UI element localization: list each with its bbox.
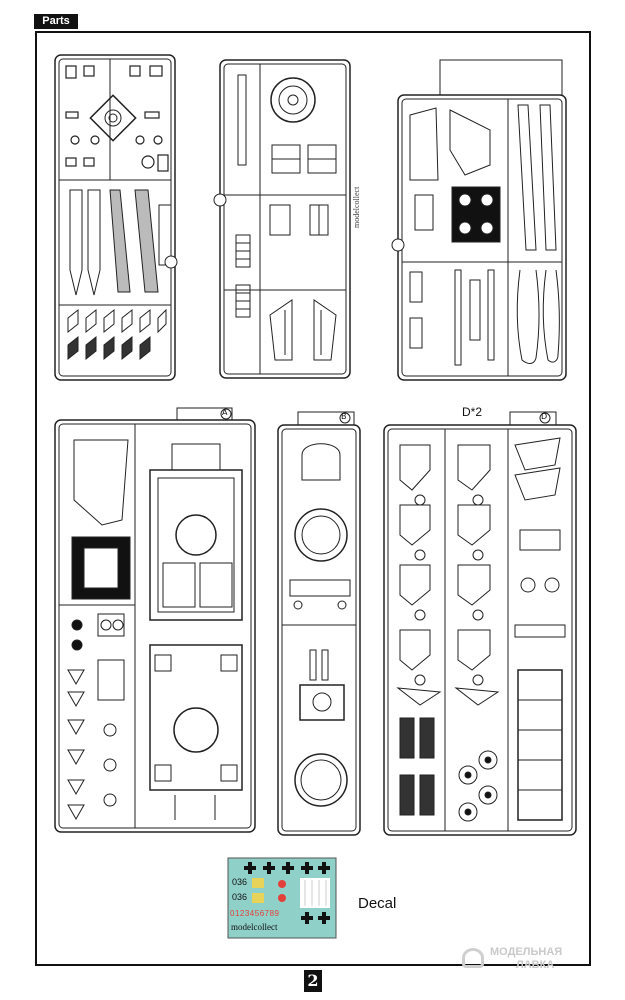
decal-digits: 0123456789 [230, 909, 280, 918]
watermark-line2: ЛАВКА [516, 959, 555, 971]
sprue-a-label: A [222, 408, 228, 417]
sprue-top-left [54, 54, 178, 381]
sprue-d-quantity: D*2 [462, 405, 483, 419]
sprue-d-label: D [541, 412, 548, 421]
sprue-c-brand: modelcollect [352, 186, 361, 228]
decal-label: Decal [358, 895, 397, 912]
parts-heading: Parts [34, 14, 78, 29]
sprue-a [54, 407, 256, 833]
sprue-top-right [391, 59, 567, 381]
watermark-line1: МОДЕЛЬНАЯ [490, 946, 563, 958]
decal-number-1: 036 [232, 877, 248, 887]
sprue-b [277, 411, 361, 836]
page-number: 2 [304, 970, 322, 992]
decal-sheet [227, 857, 337, 939]
sprue-d [383, 411, 577, 836]
sprue-top-middle [213, 59, 351, 379]
sprue-b-label: B [341, 412, 347, 421]
decal-brand: modelcollect [231, 922, 278, 932]
parts-frame [35, 31, 591, 966]
watermark-logo-icon [462, 948, 484, 968]
decal-number-2: 036 [232, 892, 248, 902]
